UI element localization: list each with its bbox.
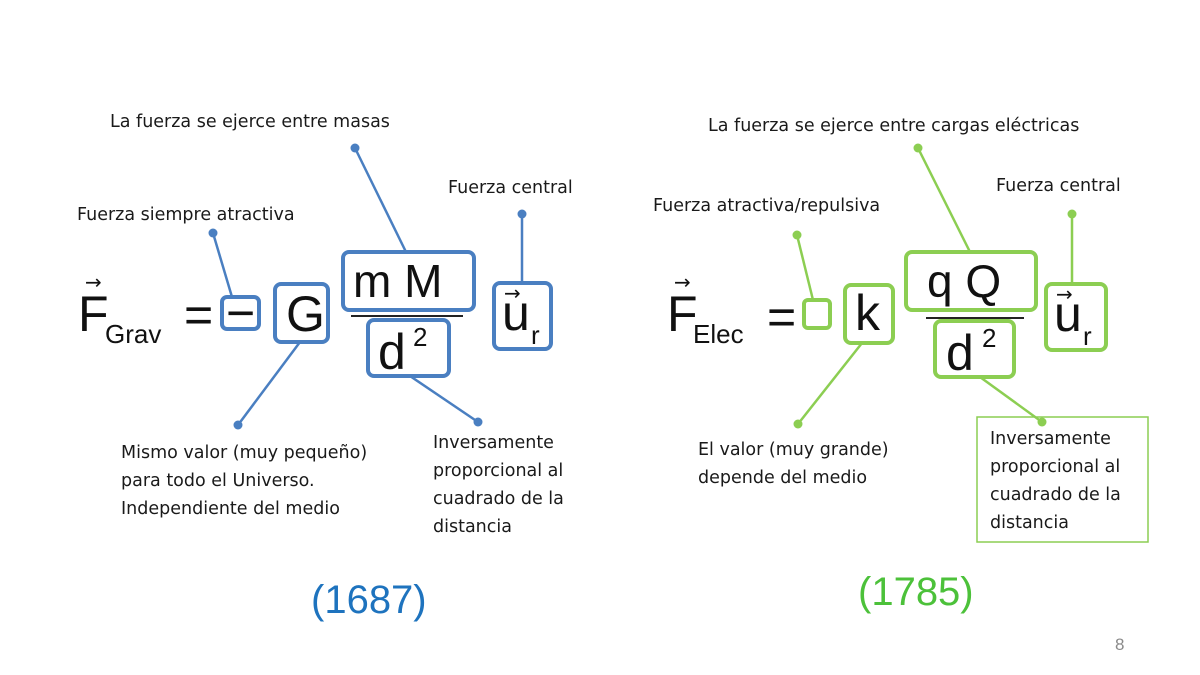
elec-connector-inverse [979, 375, 1043, 424]
elec-dot-attractive [792, 230, 802, 240]
grav-note-inverse-line: distancia [433, 517, 512, 537]
elec-note-attractive: Fuerza atractiva/repulsiva [653, 196, 881, 216]
grav-equals: = [184, 287, 214, 343]
elec-note-charges: La fuerza se ejerce entre cargas eléctri… [708, 116, 1080, 136]
grav-unit-vector-arrow: → [504, 281, 521, 305]
elec-dot-central [1067, 209, 1077, 219]
grav-unit-vector-subscript: r [531, 320, 540, 350]
grav-dot-attractive [208, 228, 218, 238]
grav-note-attractive: Fuerza siempre atractiva [77, 205, 295, 225]
grav-note-constant-line: Mismo valor (muy pequeño) [121, 443, 368, 463]
grav-numerator: m M [353, 255, 443, 307]
grav-dot-masses [350, 143, 360, 153]
grav-sign-box [220, 295, 261, 331]
grav-constant-box [273, 282, 330, 344]
elec-note-constant-line: depende del medio [698, 468, 868, 488]
elec-year: (1785) [858, 570, 974, 614]
grav-exponent: 2 [413, 322, 428, 352]
grav-connector-masses [353, 147, 408, 253]
elec-constant-box [843, 283, 895, 345]
elec-force-subscript: Elec [693, 319, 744, 349]
grav-note-inverse-line: cuadrado de la [433, 489, 564, 509]
elec-unit-vector-box [1044, 282, 1108, 352]
page-number: 8 [1115, 635, 1125, 654]
grav-distance-box [366, 318, 451, 378]
grav-note-inverse-line: Inversamente [433, 433, 554, 453]
grav-unit-vector: u [502, 285, 530, 341]
grav-note-masses: La fuerza se ejerce entre masas [110, 112, 390, 132]
grav-connector-attractive [211, 232, 234, 298]
elec-sign-box [802, 298, 832, 330]
elec-connector-constant [797, 342, 863, 425]
grav-year: (1687) [311, 578, 427, 622]
grav-force-subscript: Grav [105, 319, 162, 349]
grav-note-constant-line: Independiente del medio [121, 499, 340, 519]
elec-distance-box [933, 319, 1016, 379]
grav-constant: G [286, 286, 325, 342]
elec-equals: = [767, 289, 797, 345]
grav-connector-inverse [409, 374, 479, 424]
grav-sign: − [226, 285, 256, 341]
elec-constant: k [855, 285, 880, 341]
elec-force-symbol: F [667, 286, 698, 342]
grav-dot-central [517, 209, 527, 219]
elec-unit-vector-arrow: → [1056, 282, 1073, 306]
elec-numerator: q Q [927, 255, 1002, 307]
elec-note-inverse-line: Inversamente [990, 429, 1111, 449]
grav-denominator: d [378, 324, 406, 380]
elec-charges-box [904, 250, 1038, 312]
elec-connector-charges [916, 147, 972, 253]
elec-note-inverse-line: cuadrado de la [990, 485, 1121, 505]
grav-connector-constant [236, 341, 302, 426]
elec-note-constant-line: El valor (muy grande) [698, 440, 889, 460]
grav-note-inverse-line: proporcional al [433, 461, 564, 481]
grav-note-central: Fuerza central [448, 178, 573, 198]
elec-unit-vector: u [1054, 286, 1082, 342]
grav-dot-constant [233, 420, 243, 430]
elec-dot-constant [793, 419, 803, 429]
elec-note-inverse-line: distancia [990, 513, 1069, 533]
elec-dot-inverse [1037, 417, 1047, 427]
grav-force-symbol: F [78, 286, 109, 342]
grav-note-constant-line: para todo el Universo. [121, 471, 315, 491]
grav-dot-inverse [473, 417, 483, 427]
elec-note-inverse-line: proporcional al [990, 457, 1121, 477]
grav-force-vector-arrow: → [85, 270, 102, 294]
elec-force-vector-arrow: → [674, 270, 691, 294]
elec-connector-attractive [795, 234, 815, 301]
elec-note-central: Fuerza central [996, 176, 1121, 196]
elec-dot-charges [913, 143, 923, 153]
elec-denominator: d [946, 325, 974, 381]
grav-masses-box [341, 250, 476, 312]
elec-exponent: 2 [982, 323, 997, 353]
elec-inverse-note-frame [976, 416, 1149, 543]
elec-unit-vector-subscript: r [1083, 321, 1092, 351]
